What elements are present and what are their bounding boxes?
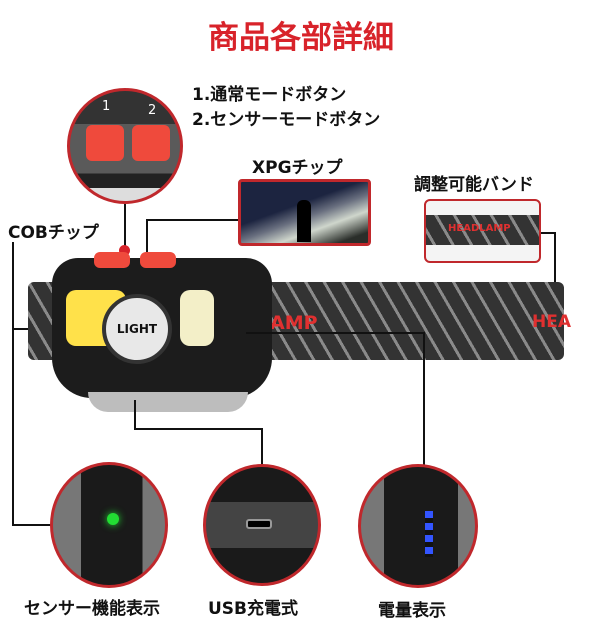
cob-led-right [180,290,214,346]
band-detail-text: HEADLAMP [448,223,511,234]
usb-label: USB充電式 [208,599,299,619]
buttons-label-2: 2.センサーモードボタン [192,110,381,130]
battery-indicator-image [358,464,478,588]
cob-label: COBチップ [8,223,99,243]
usb-port [246,519,272,529]
sensor-mode-button [132,125,170,161]
button-number-1: 1 [102,99,111,114]
sensor-label: センサー機能表示 [24,599,160,619]
normal-mode-button [86,125,124,161]
person-silhouette [297,200,311,242]
callout-dot [119,245,130,256]
xpg-label: XPGチップ [252,158,343,178]
page-title: 商品各部詳細 [208,20,394,56]
battery-label: 電量表示 [378,601,446,621]
buttons-detail-image: 1 2 [67,88,183,204]
xpg-photo [238,179,371,246]
lamp-base [88,392,248,412]
headlamp-body: LIGHT [52,252,272,398]
green-indicator-light [107,513,119,525]
logo-text: LIGHT [116,322,158,336]
buttons-label-1: 1.通常モードボタン [192,85,347,105]
band-print-amp: AMP [270,312,318,334]
sensor-indicator-image [50,462,168,588]
button-number-2: 2 [148,103,157,118]
xpg-lens: LIGHT [102,294,172,364]
band-label: 調整可能バンド [414,175,534,195]
blue-indicator-lights [425,511,433,557]
usb-port-image [203,464,321,586]
band-print-hea: HEA [532,312,571,332]
band-detail-image: HEADLAMP [424,199,541,263]
